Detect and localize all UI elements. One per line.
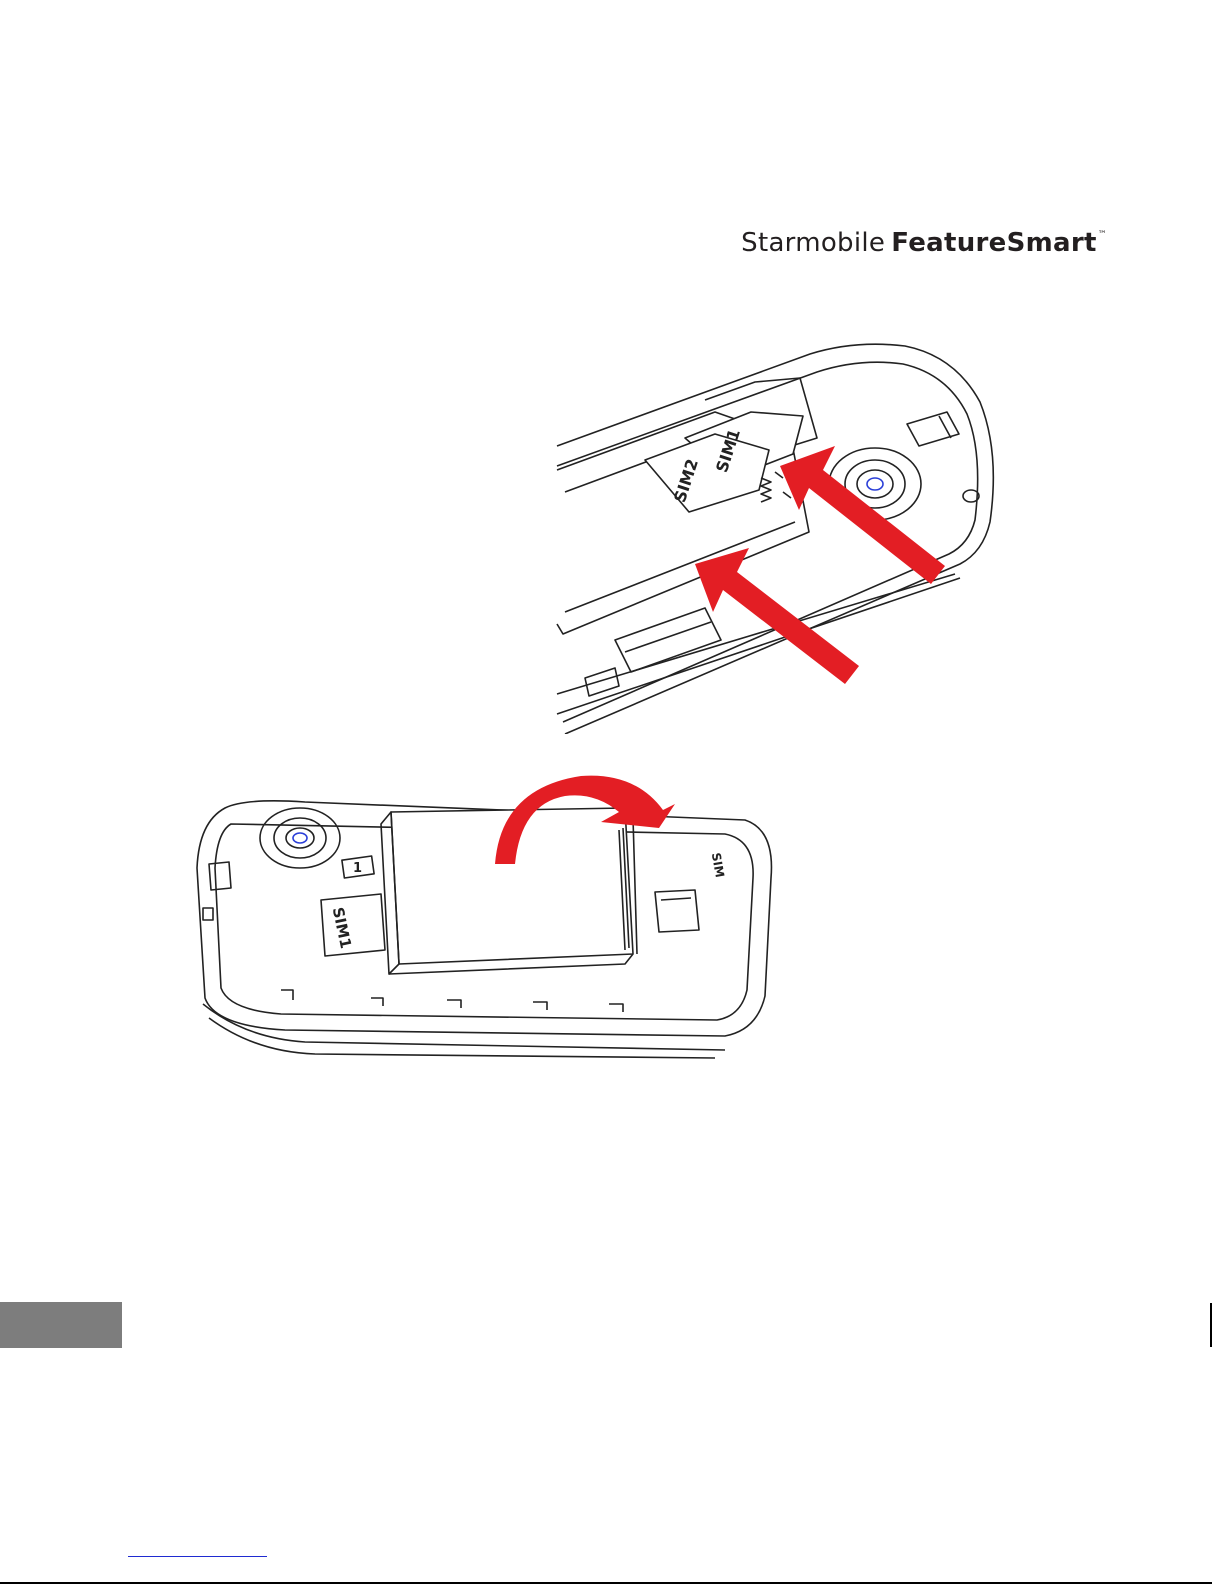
insert-arrow-sim [780, 446, 945, 584]
brand-primary: Starmobile [741, 228, 885, 258]
trademark-mark: ™ [1098, 230, 1107, 240]
speaker-slot [907, 412, 959, 446]
brand-secondary: FeatureSmart [891, 228, 1097, 258]
right-edge-rule [1210, 1303, 1212, 1347]
phone-edge [203, 1004, 725, 1058]
battery-connector [615, 608, 721, 672]
sim-alt-label: SIM [709, 852, 727, 879]
sim-insertion-illustration: SIM1 SIM2 [555, 342, 1005, 734]
bottom-clips [281, 990, 623, 1012]
latch-detail [585, 668, 619, 696]
slot1-label: 1 [353, 861, 362, 876]
camera-module [260, 808, 340, 868]
footer-link-rule [128, 1556, 267, 1557]
insert-arrow-battery [695, 548, 859, 684]
page-side-tab [0, 1302, 122, 1348]
sim2-card [645, 434, 769, 512]
side-slot [655, 890, 699, 932]
battery-insertion-illustration: 1 SIM1 SIM [185, 768, 775, 1060]
phone-body-outline [557, 344, 993, 734]
footer-rule [0, 1582, 1212, 1584]
